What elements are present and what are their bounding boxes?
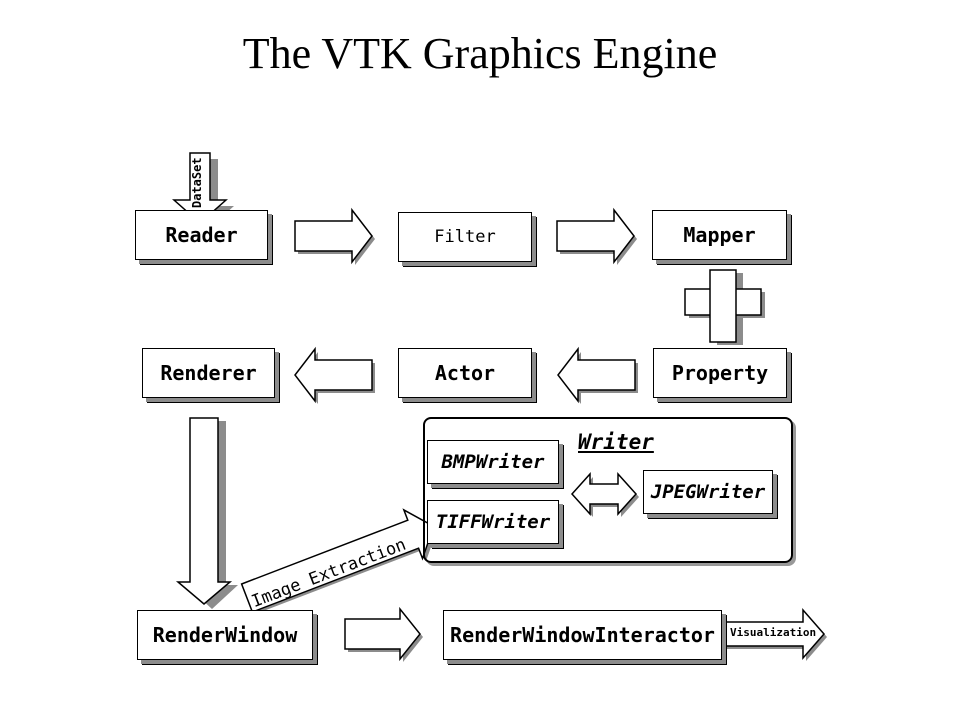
render-window-interactor-node: RenderWindowInteractor (443, 610, 722, 660)
jpeg-writer-node: JPEGWriter (643, 470, 773, 514)
property-node: Property (653, 348, 787, 398)
arrow-actor-to-renderer (294, 346, 375, 404)
visualization-label: Visualization (730, 626, 817, 639)
page-title: The VTK Graphics Engine (242, 29, 718, 78)
reader-node: Reader (135, 210, 268, 260)
arrow-filter-to-mapper (556, 207, 637, 265)
render-window-node: RenderWindow (137, 610, 313, 660)
writer-group (423, 417, 793, 563)
mapper-node: Mapper (652, 210, 787, 260)
renderer-node: Renderer (142, 348, 275, 398)
dataset-label: DataSet (190, 157, 204, 208)
writer-double-arrow (570, 472, 639, 517)
actor-node: Actor (398, 348, 532, 398)
bmp-writer-node: BMPWriter (427, 440, 559, 484)
visualization-arrow (721, 608, 827, 661)
filter-node: Filter (398, 212, 532, 262)
mapper-property-connector (684, 269, 765, 345)
arrow-renderer-to-renderwindow (175, 417, 238, 609)
writer-group-label: Writer (578, 430, 654, 454)
arrow-reader-to-filter (294, 207, 375, 265)
tiff-writer-node: TIFFWriter (427, 500, 559, 544)
arrow-renderwindow-to-interactor (344, 606, 423, 662)
arrow-property-to-actor (557, 346, 638, 404)
